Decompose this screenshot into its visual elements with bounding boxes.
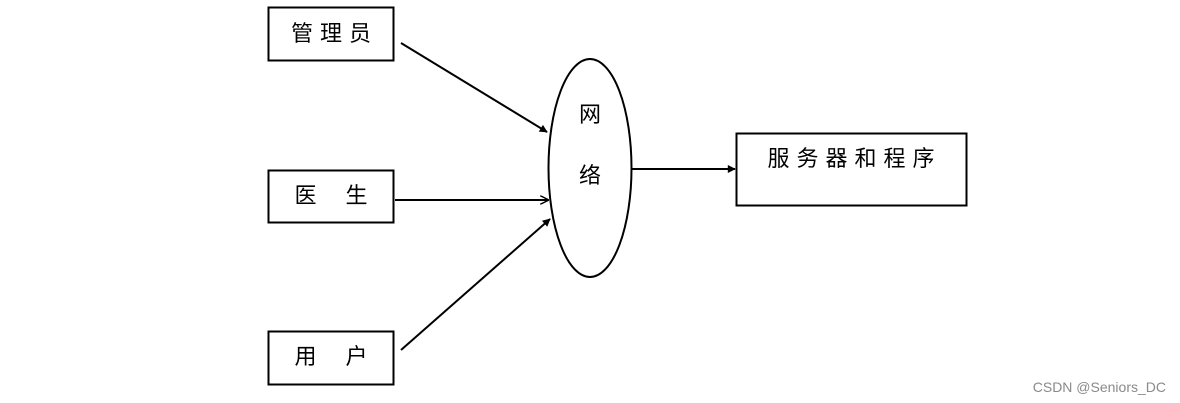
watermark: CSDN @Seniors_DC xyxy=(1032,379,1166,395)
doctor-label: 医 生 xyxy=(295,184,368,209)
user-box xyxy=(267,330,395,386)
admin-label: 管 理 员 xyxy=(291,22,371,47)
arrow-admin-to-network xyxy=(400,42,548,133)
user-label: 用 户 xyxy=(295,345,368,370)
network-node: 网 络 xyxy=(547,58,633,278)
doctor-box xyxy=(267,169,395,224)
server-box xyxy=(735,132,968,207)
network-label-line1: 网 xyxy=(579,103,601,128)
server-node: 服 务 器 和 程 序 xyxy=(735,132,968,207)
network-label-line2: 络 xyxy=(579,164,601,189)
server-label: 服 务 器 和 程 序 xyxy=(768,147,935,172)
network-ellipse xyxy=(547,58,633,278)
admin-node: 管 理 员 xyxy=(267,6,395,62)
admin-box xyxy=(267,6,395,62)
arrow-user-to-network xyxy=(400,218,551,351)
doctor-node: 医 生 xyxy=(267,169,395,224)
user-node: 用 户 xyxy=(267,330,395,386)
